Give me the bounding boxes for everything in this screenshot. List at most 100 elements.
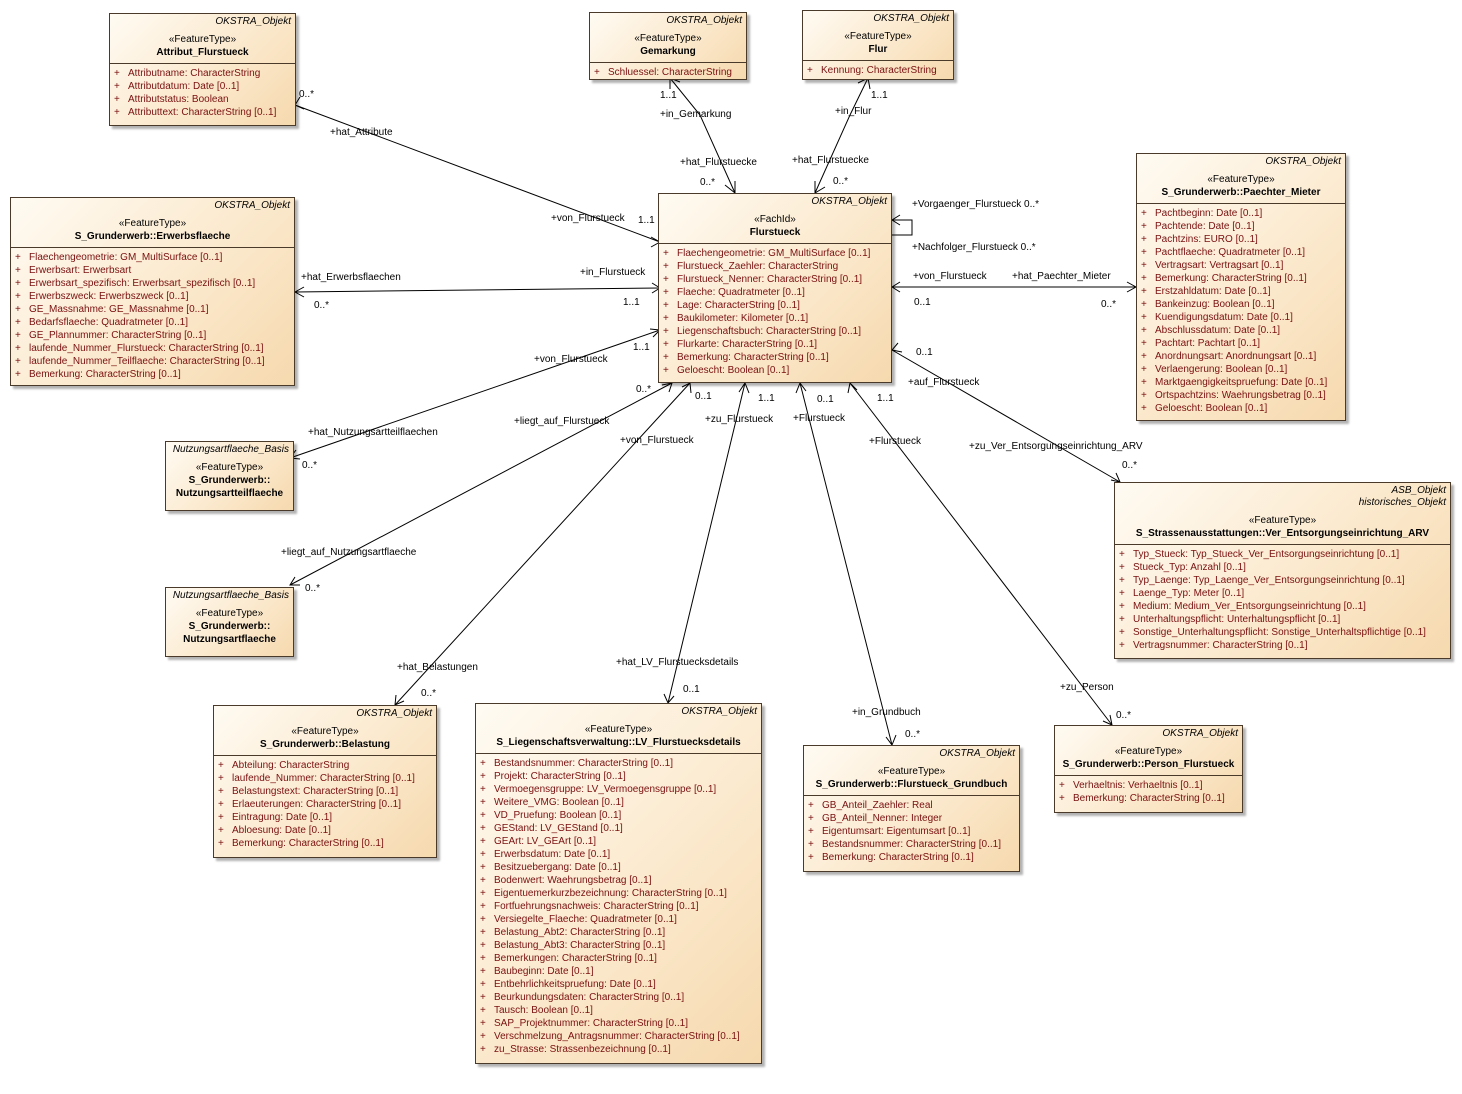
visibility-public: + <box>15 343 21 354</box>
visibility-public: + <box>808 852 814 863</box>
attribute-text: Lage: CharacterString [0..1] <box>677 300 800 311</box>
attribute-text: Abloesung: Date [0..1] <box>232 825 331 836</box>
class-erwerbsflaeche[interactable]: OKSTRA_Objekt«FeatureType»S_Grunderwerb:… <box>10 197 295 386</box>
class-name: S_Grunderwerb:: <box>188 621 271 632</box>
class-name: S_Grunderwerb::Flurstueck_Grundbuch <box>815 779 1008 790</box>
edge-erwerbsflaeche[interactable] <box>294 287 661 293</box>
visibility-public: + <box>1059 780 1065 791</box>
edge-label: +liegt_auf_Flurstueck <box>514 416 610 427</box>
visibility-public: + <box>1119 601 1125 612</box>
edge-label: +Flurstueck <box>869 436 922 447</box>
visibility-public: + <box>808 839 814 850</box>
attribute-text: Pachtzins: EURO [0..1] <box>1155 234 1258 245</box>
attribute-item: +Kennung: CharacterString <box>807 64 949 77</box>
edge-label: 1..1 <box>871 90 888 101</box>
attribute-item: +Vermoegensgruppe: LV_Vermoegensgruppe [… <box>480 783 757 796</box>
edge-flur[interactable] <box>814 77 869 194</box>
attribute-text: Belastung_Abt3: CharacterString [0..1] <box>494 940 666 951</box>
edge-belastung[interactable] <box>394 382 691 706</box>
edge-person[interactable] <box>849 382 1113 726</box>
class-name: S_Grunderwerb::Paechter_Mieter <box>1161 187 1321 198</box>
edge-label: +liegt_auf_Nutzungsartflaeche <box>281 547 417 558</box>
attribute-text: Pachtende: Date [0..1] <box>1155 221 1255 232</box>
edge-label: +auf_Flurstueck <box>908 377 980 388</box>
attribute-item: +Laenge_Typ: Meter [0..1] <box>1119 587 1446 600</box>
attribute-text: Erstzahldatum: Date [0..1] <box>1155 286 1271 297</box>
attribute-item: +GE_Plannummer: CharacterString [0..1] <box>15 329 290 342</box>
edge-arv[interactable] <box>891 349 1121 483</box>
visibility-public: + <box>480 966 486 977</box>
attribute-item: + Geloescht: Boolean [0..1] <box>1141 402 1341 415</box>
edge-attribut[interactable] <box>294 104 661 243</box>
class-lv-flurstuecksdetails[interactable]: OKSTRA_Objekt«FeatureType»S_Liegenschaft… <box>475 703 762 1064</box>
visibility-public: + <box>218 825 224 836</box>
attribute-text: Geloescht: Boolean [0..1] <box>1155 403 1268 414</box>
attribute-text: Erwerbsart_spezifisch: Erwerbsart_spezif… <box>29 278 256 289</box>
attribute-text: Versiegelte_Flaeche: Quadratmeter [0..1] <box>494 914 677 925</box>
attribute-text: Bemerkung: CharacterString [0..1] <box>1155 273 1307 284</box>
attribute-text: Bemerkung: CharacterString [0..1] <box>822 852 974 863</box>
edge-self[interactable] <box>892 219 913 236</box>
class-person-flurstueck[interactable]: OKSTRA_Objekt«FeatureType»S_Grunderwerb:… <box>1054 725 1243 813</box>
parent-class-name: historisches_Objekt <box>1358 497 1446 508</box>
class-flurstueck[interactable]: OKSTRA_Objekt«FachId»Flurstueck+Flaechen… <box>658 193 892 383</box>
attribute-item: +Belastung_Abt2: CharacterString [0..1] <box>480 926 757 939</box>
visibility-public: + <box>480 784 486 795</box>
class-flurstueck-grundbuch[interactable]: OKSTRA_Objekt«FeatureType»S_Grunderwerb:… <box>803 745 1020 872</box>
class-nutzungsartflaeche[interactable]: Nutzungsartflaeche_Basis«FeatureType»S_G… <box>165 587 294 657</box>
attribute-text: Typ_Stueck: Typ_Stueck_Ver_Entsorgungsei… <box>1133 549 1400 560</box>
class-gemarkung[interactable]: OKSTRA_Objekt«FeatureType»Gemarkung+Schl… <box>589 12 747 80</box>
edge-label: 0..1 <box>695 391 712 402</box>
edge-label: 0..* <box>299 89 314 100</box>
edge-label: +Vorgaenger_Flurstueck 0..* <box>912 199 1039 210</box>
edge-label: 0..* <box>833 176 848 187</box>
edge-gemarkung[interactable] <box>669 77 736 194</box>
edge-label: +zu_Ver_Entsorgungseinrichtung_ARV <box>969 441 1143 452</box>
class-paechter-mieter[interactable]: OKSTRA_Objekt«FeatureType»S_Grunderwerb:… <box>1136 153 1346 421</box>
attribute-item: +Abteilung: CharacterString <box>218 759 432 772</box>
attribute-text: GEArt: LV_GEArt [0..1] <box>494 836 597 847</box>
visibility-public: + <box>480 1044 486 1055</box>
class-belastung[interactable]: OKSTRA_Objekt«FeatureType»S_Grunderwerb:… <box>213 705 437 858</box>
class-nutzungsartteilflaeche[interactable]: Nutzungsartflaeche_Basis«FeatureType»S_G… <box>165 441 294 511</box>
visibility-public: + <box>594 67 600 78</box>
attribute-text: Liegenschaftsbuch: CharacterString [0..1… <box>677 326 861 337</box>
attribute-text: Flurstueck_Nenner: CharacterString [0..1… <box>677 274 863 285</box>
edge-label: +von_Flurstueck <box>620 435 695 446</box>
edge-nutzungsart[interactable] <box>289 382 673 586</box>
attribute-text: Marktgaengigkeitspruefung: Date [0..1] <box>1155 377 1328 388</box>
attribute-text: Baukilometer: Kilometer [0..1] <box>677 313 809 324</box>
attribute-text: Geloescht: Boolean [0..1] <box>677 365 790 376</box>
class-header: OKSTRA_Objekt«FeatureType»Attribut_Flurs… <box>110 14 295 64</box>
attribute-item: +Erwerbszweck: Erwerbszweck [0..1] <box>15 290 290 303</box>
attribute-item: +Eigentumsart: Eigentumsart [0..1] <box>808 825 1015 838</box>
parent-class-name: Nutzungsartflaeche_Basis <box>172 444 289 455</box>
class-flur[interactable]: OKSTRA_Objekt«FeatureType»Flur+Kennung: … <box>802 10 954 80</box>
attribute-item: +GE_Massnahme: GE_Massnahme [0..1] <box>15 303 290 316</box>
attribute-text: Kuendigungsdatum: Date [0..1] <box>1155 312 1293 323</box>
edge-lv[interactable] <box>667 382 746 704</box>
attribute-item: +laufende_Nummer: CharacterString [0..1] <box>218 772 432 785</box>
visibility-public: + <box>1141 260 1147 271</box>
attribute-text: Laenge_Typ: Meter [0..1] <box>1133 588 1245 599</box>
edge-grundbuch[interactable] <box>799 382 893 746</box>
parent-class-name: OKSTRA_Objekt <box>811 196 887 207</box>
visibility-public: + <box>1141 208 1147 219</box>
attribute-item: +VD_Pruefung: Boolean [0..1] <box>480 809 757 822</box>
edge-nutzungsartteil[interactable] <box>289 329 661 459</box>
edge-label: +hat_LV_Flurstuecksdetails <box>616 657 738 668</box>
stereotype: «FeatureType» <box>1114 746 1183 757</box>
attribute-text: Bedarfsflaeche: Quadratmeter [0..1] <box>29 317 188 328</box>
visibility-public: + <box>480 927 486 938</box>
attribute-text: laufende_Nummer: CharacterString [0..1] <box>232 773 415 784</box>
class-attribut-flurstueck[interactable]: OKSTRA_Objekt«FeatureType»Attribut_Flurs… <box>109 13 296 126</box>
attribute-list: +Attributname: CharacterString+Attributd… <box>110 64 295 123</box>
attribute-text: Eigentumsart: Eigentumsart [0..1] <box>822 826 971 837</box>
attribute-item: +Attributdatum: Date [0..1] <box>114 80 291 93</box>
attribute-item: +Weitere_VMG: Boolean [0..1] <box>480 796 757 809</box>
attribute-item: +laufende_Nummer_Flurstueck: CharacterSt… <box>15 342 290 355</box>
attribute-text: SAP_Projektnummer: CharacterString [0..1… <box>494 1018 688 1029</box>
visibility-public: + <box>1141 403 1147 414</box>
